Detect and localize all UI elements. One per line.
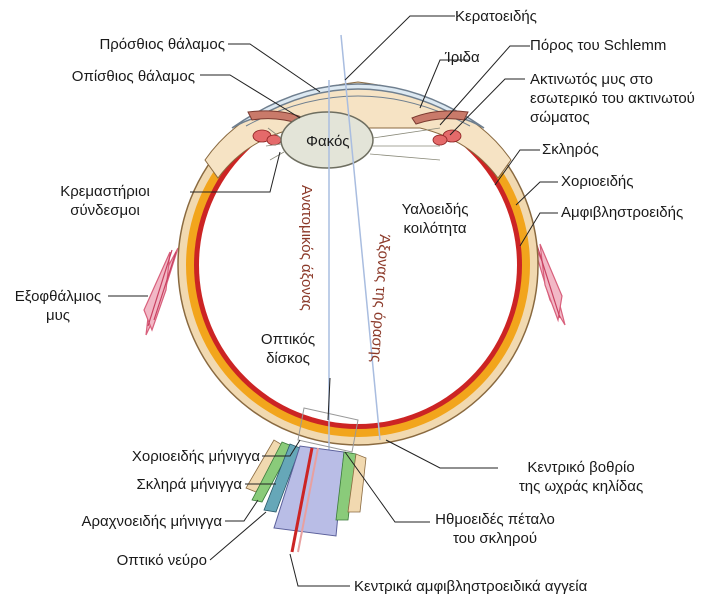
label-aktinotos-line-1: Ακτινωτός μυς στο <box>530 70 695 89</box>
anatomic-axis-label: Ανατομικός άξονας <box>298 185 315 311</box>
label-arachnoeidis: Αραχνοειδής μήνιγγα <box>20 512 222 531</box>
label-exofthalmios-line-1: Εξοφθάλμιος <box>8 287 108 306</box>
label-amfivlistroeidis: Αμφιβληστροειδής <box>561 203 683 222</box>
label-prosthios: Πρόσθιος θάλαμος <box>85 35 225 54</box>
label-kremastirioi-line-2: σύνδεσμοι <box>20 201 190 220</box>
label-aktinotos: Ακτινωτός μυς στο εσωτερικό του ακτινωτο… <box>530 70 695 127</box>
label-opisthios: Οπίσθιος θάλαμος <box>50 67 195 86</box>
label-fakos: Φακός <box>306 132 348 151</box>
extraocular-muscle-left <box>144 248 178 335</box>
label-skliros: Σκληρός <box>542 140 599 159</box>
label-kremastirioi: Κρεμαστήριοι σύνδεσμοι <box>20 182 190 220</box>
label-kentriko-vothrio-line-1: Κεντρικό βοθρίο <box>496 458 666 477</box>
label-xorioeidis-minigga: Χοριοειδής μήνιγγα <box>70 447 260 466</box>
label-ithmoeides-line-2: του σκληρού <box>420 529 570 548</box>
label-kentriko-vothrio-line-2: της ωχράς κηλίδας <box>496 477 666 496</box>
label-optikos-diskos-line-1: Οπτικός <box>238 330 338 349</box>
label-yaloeidis-line-1: Υαλοειδής <box>385 200 485 219</box>
label-ithmoeides-line-1: Ηθμοειδές πέταλο <box>420 510 570 529</box>
label-optiko-neyro: Οπτικό νεύρο <box>80 551 207 570</box>
label-aktinotos-line-2: εσωτερικό του ακτινωτού <box>530 89 695 108</box>
label-optikos-diskos-line-2: δίσκος <box>238 349 338 368</box>
label-keratoeidis: Κερατοειδής <box>455 7 537 26</box>
label-yaloeidis-line-2: κοιλότητα <box>385 219 485 238</box>
label-optikos-diskos: Οπτικός δίσκος <box>238 330 338 368</box>
label-exofthalmios: Εξοφθάλμιος μυς <box>8 287 108 325</box>
label-xorioeidis: Χοριοειδής <box>561 172 634 191</box>
label-kremastirioi-line-1: Κρεμαστήριοι <box>20 182 190 201</box>
label-kentriko-vothrio: Κεντρικό βοθρίο της ωχράς κηλίδας <box>496 458 666 496</box>
label-exofthalmios-line-2: μυς <box>8 306 108 325</box>
label-aktinotos-line-3: σώματος <box>530 108 650 127</box>
label-iris: Ίριδα <box>445 48 480 67</box>
label-sklira-minigga: Σκληρά μήνιγγα <box>50 475 242 494</box>
label-ithmoeides: Ηθμοειδές πέταλο του σκληρού <box>420 510 570 548</box>
label-yaloeidis: Υαλοειδής κοιλότητα <box>385 200 485 238</box>
label-schlemm: Πόρος του Schlemm <box>530 36 666 55</box>
label-kentrika-aggeia: Κεντρικά αμφιβληστροειδικά αγγεία <box>354 577 587 596</box>
